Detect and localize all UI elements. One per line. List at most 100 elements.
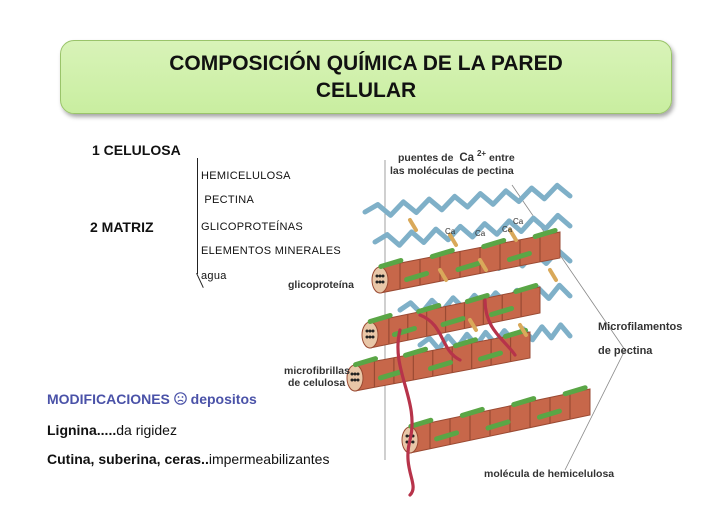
label-hemicelulosa: molécula de hemicelulosa <box>484 468 614 480</box>
microfibril-dot <box>411 440 415 444</box>
microfibril-dot <box>371 335 375 339</box>
microfibril-dot <box>356 372 360 376</box>
short-rod <box>468 318 478 332</box>
microfibril-dot <box>405 434 409 438</box>
microfibril-end <box>361 321 379 349</box>
calcium-ion-label: Ca <box>513 217 524 226</box>
short-rod <box>548 268 558 282</box>
label-puentes-1: puentes de <box>398 152 454 164</box>
short-rod <box>438 268 448 282</box>
microfibril <box>346 327 531 392</box>
microfibril-dot <box>368 335 372 339</box>
hemicellulose-bar <box>562 385 588 397</box>
frowning-face-icon <box>173 391 191 407</box>
lignina-desc: da rigidez <box>116 422 177 438</box>
item-matriz: 2 MATRIZ <box>90 219 154 235</box>
microfibril <box>371 228 561 294</box>
hemicellulose-bar <box>416 303 442 314</box>
label-microfibrillas-1: microfibrillas <box>284 365 350 377</box>
label-glicoproteina: glicoproteína <box>288 279 354 291</box>
hemicellulose-bar <box>532 228 558 239</box>
glycoprotein-strand <box>483 298 517 357</box>
hemicellulose-bar <box>464 293 490 304</box>
glycoprotein-strand <box>396 328 415 497</box>
label-puentes-2: entre <box>489 152 515 164</box>
label-puentes-3: las moléculas de pectina <box>390 165 514 177</box>
microfibril-dot <box>371 329 375 333</box>
label-puentes: puentes de Ca 2+ entre <box>398 147 515 164</box>
hemicellulose-bar <box>429 248 455 259</box>
hemicellulose-bar <box>455 261 481 272</box>
modifications-suffix: depositos <box>190 391 257 407</box>
label-microfilamentos-2: de pectina <box>598 345 653 357</box>
microfibril-end <box>371 266 389 294</box>
microfibril-dot <box>365 335 369 339</box>
microfibril-dot <box>350 378 354 382</box>
microfibril-dot <box>375 274 379 278</box>
title-banner: COMPOSICIÓN QUÍMICA DE LA PARED CELULAR <box>60 40 672 114</box>
hemicellulose-bar <box>536 408 562 420</box>
microfibril <box>401 385 591 454</box>
label-ca-charge: 2+ <box>477 149 486 158</box>
hemicellulose-bar <box>506 251 532 262</box>
hemicellulose-bar <box>489 306 515 317</box>
label-ca: Ca <box>459 152 474 164</box>
matrix-item-elementos-minerales: ELEMENTOS MINERALES <box>201 245 341 257</box>
hemicellulose-bar <box>478 350 503 362</box>
microfibril-dot <box>353 372 357 376</box>
hemicellulose-bar <box>378 258 404 269</box>
calcium-ion-label: Ca <box>502 225 513 234</box>
hemicellulose-bar <box>378 369 403 381</box>
hemicellulose-bar <box>408 417 434 429</box>
matrix-item-hemicelulosa: HEMICELULOSA <box>201 170 291 182</box>
bracket-line <box>197 158 198 274</box>
short-rod <box>408 218 418 232</box>
microfibril-dot <box>356 378 360 382</box>
short-rod <box>518 323 528 337</box>
hemicellulose-bar <box>353 356 378 368</box>
hemicellulose-bar <box>481 238 507 249</box>
microfibril <box>361 283 541 349</box>
microfibril-dot <box>375 280 379 284</box>
hemicellulose-bar <box>403 346 428 358</box>
short-rod <box>508 228 518 242</box>
hemicellulose-bar <box>459 406 485 418</box>
microfibril-dot <box>350 372 354 376</box>
matrix-item-agua: agua <box>201 270 227 282</box>
pectin-strand <box>372 212 573 248</box>
microfibril-dot <box>365 329 369 333</box>
label-microfibrillas-2: de celulosa <box>288 377 345 389</box>
cellulose-microfibrils <box>346 218 591 454</box>
modification-lignina: Lignina.....da rigidez <box>47 422 177 438</box>
hemicellulose-bar <box>367 313 393 324</box>
hemicellulose-bar <box>453 337 478 349</box>
microfibril-dot <box>378 274 382 278</box>
glycoprotein-strands <box>396 298 517 497</box>
hemicellulose-bar <box>440 316 466 327</box>
label-microfilamentos-1: Microfilamentos <box>598 321 682 333</box>
hemicellulose-bar <box>513 283 539 294</box>
cutina-desc: impermeabilizantes <box>208 451 330 467</box>
cutina-term: Cutina, suberina, ceras.. <box>47 451 209 467</box>
microfibril-dot <box>353 378 357 382</box>
page-title: COMPOSICIÓN QUÍMICA DE LA PARED CELULAR <box>169 52 563 102</box>
microfibril-dot <box>368 329 372 333</box>
matrix-item-glicoproteinas: GLICOPROTEÍNAS <box>201 221 303 233</box>
item-celulosa: 1 CELULOSA <box>92 142 181 158</box>
lignina-term: Lignina..... <box>47 422 117 438</box>
hemicellulose-bar <box>404 271 430 282</box>
microfibril-body <box>409 388 591 454</box>
hemicellulose-bar <box>485 419 511 431</box>
modification-cutina: Cutina, suberina, ceras..impermeabilizan… <box>47 451 329 467</box>
microfibril-dot <box>378 280 382 284</box>
hemicellulose-bar <box>511 396 537 408</box>
modifications-heading: MODIFICACIONES depositos <box>47 391 257 407</box>
hemicellulose-bar <box>434 430 460 442</box>
calcium-ion-label: Ca <box>475 229 486 238</box>
hemicellulose-bar <box>428 360 453 371</box>
glycoprotein-strand <box>418 313 462 362</box>
matrix-item-pectina: PECTINA <box>201 194 255 206</box>
calcium-ion-label: Ca <box>445 227 456 236</box>
